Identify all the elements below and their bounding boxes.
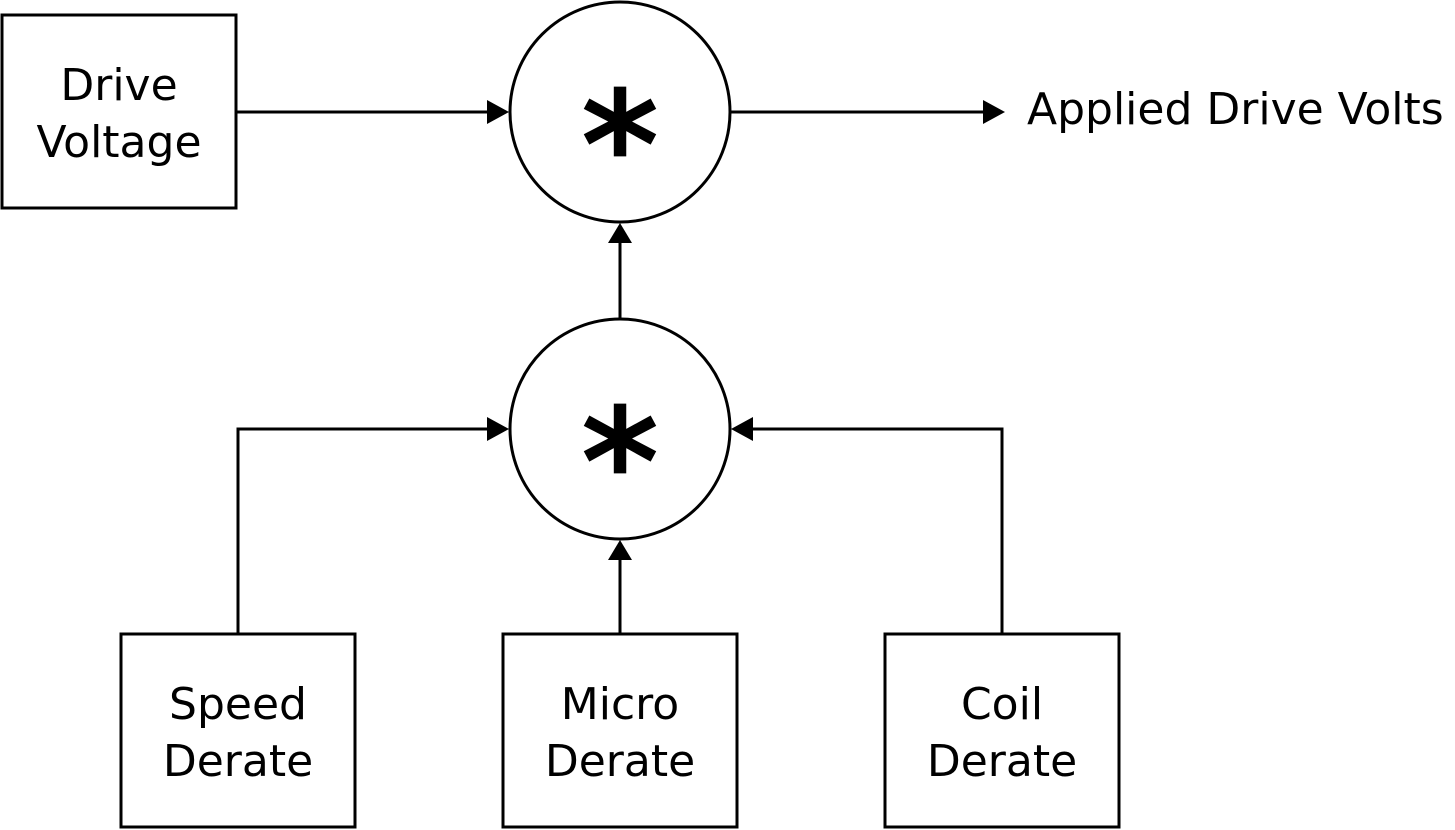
drive-voltage-block: Drive Voltage	[0, 13, 238, 210]
top-multiply-symbol: *	[581, 60, 659, 234]
arrow-coil-derate-to-bottom-multiply	[731, 417, 1004, 634]
drive-voltage-label-line2: Voltage	[36, 117, 201, 168]
coil-derate-block: Coil Derate	[883, 632, 1121, 829]
speed-derate-label-line1: Speed	[169, 679, 307, 730]
bottom-multiply-symbol: *	[581, 377, 659, 551]
drive-voltage-label-line1: Drive	[60, 60, 177, 111]
micro-derate-label-line2: Derate	[545, 736, 695, 787]
micro-derate-label-line1: Micro	[561, 679, 679, 730]
micro-derate-block: Micro Derate	[501, 632, 739, 829]
coil-derate-label-line2: Derate	[927, 736, 1077, 787]
top-multiply-node: *	[508, 0, 732, 234]
applied-drive-volts-label: Applied Drive Volts	[1027, 84, 1444, 135]
arrow-drive-voltage-to-top-multiply	[236, 100, 509, 124]
bottom-multiply-node: *	[508, 317, 732, 551]
speed-derate-label-line2: Derate	[163, 736, 313, 787]
arrow-top-multiply-to-output	[730, 100, 1005, 124]
arrow-micro-derate-to-bottom-multiply	[608, 540, 632, 634]
arrow-bottom-multiply-to-top-multiply	[608, 223, 632, 319]
coil-derate-label-line1: Coil	[961, 679, 1043, 730]
speed-derate-block: Speed Derate	[119, 632, 357, 829]
arrow-speed-derate-to-bottom-multiply	[236, 417, 509, 634]
